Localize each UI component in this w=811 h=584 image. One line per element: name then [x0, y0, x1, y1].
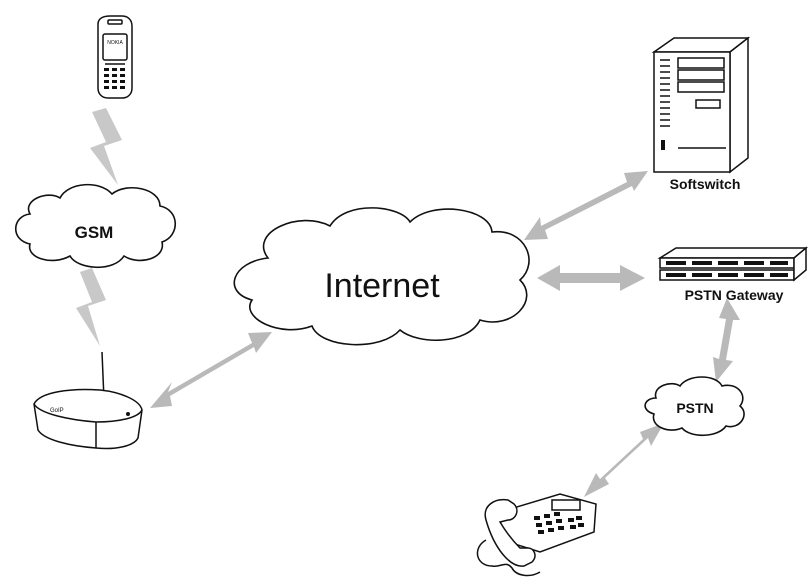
- internet-label: Internet: [324, 267, 440, 305]
- pstn-cloud: PSTN: [644, 376, 745, 437]
- softswitch-server-icon: Softswitch: [651, 36, 751, 192]
- wireless-link-phone-gsm: [90, 108, 122, 185]
- wireless-link-gsm-goip: [76, 268, 106, 346]
- arrow-internet-softswitch: [524, 171, 648, 240]
- pstn-gateway-label: PSTN Gateway: [685, 287, 784, 303]
- arrow-internet-gateway: [537, 265, 645, 291]
- gsm-label: GSM: [75, 223, 114, 242]
- softswitch-label: Softswitch: [670, 176, 741, 192]
- gsm-cloud: GSM: [14, 183, 176, 268]
- arrow-pstn-phone: [584, 423, 664, 497]
- arrow-gateway-pstn: [713, 298, 740, 382]
- mobile-phone-icon: NOKIA: [97, 15, 133, 99]
- pstn-gateway-rack-icon: PSTN Gateway: [657, 246, 809, 303]
- desk-telephone-icon: [476, 493, 597, 577]
- phone-brand-text: NOKIA: [107, 40, 123, 46]
- goip-gateway-icon: GoIP: [33, 351, 143, 450]
- goip-brand-text: GoIP: [50, 408, 64, 414]
- pstn-label: PSTN: [676, 400, 713, 416]
- arrow-goip-internet: [150, 332, 272, 408]
- internet-cloud: Internet: [233, 207, 530, 346]
